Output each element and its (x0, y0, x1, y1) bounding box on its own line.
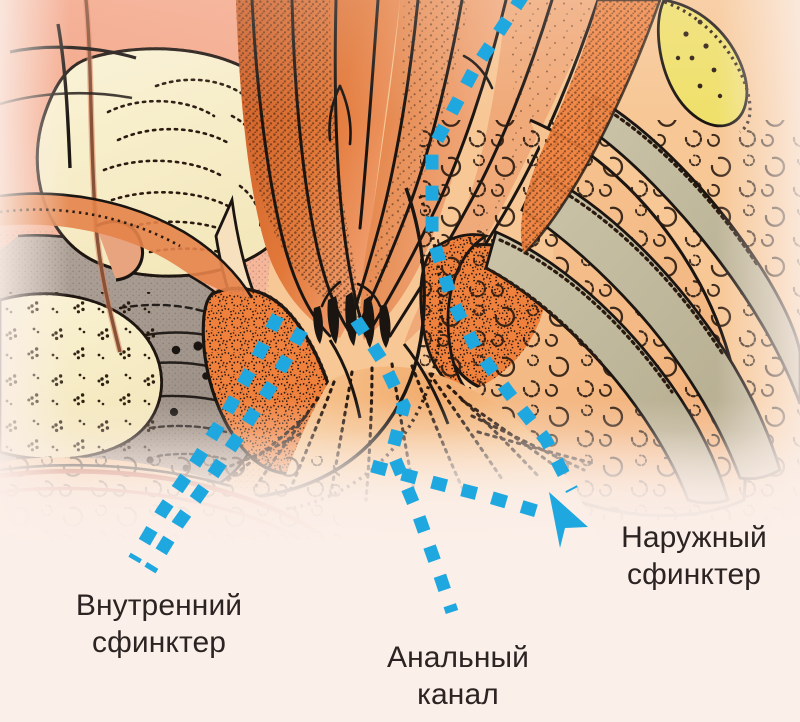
leader-line-external-sphincter (425, 0, 578, 493)
leader-line-anal-canal (350, 316, 459, 615)
label-anal-canal: Анальный канал (386, 641, 530, 711)
label-internal-sphincter: Внутренний сфинктер (75, 589, 243, 659)
label-external-sphincter: Наружный сфинктер (621, 521, 767, 591)
anal-columns (313, 292, 391, 348)
arrowhead-external-sphincter (549, 492, 588, 548)
bottom-plate (0, 540, 800, 722)
leader-line-internal-sphincter-a (128, 313, 284, 564)
leader-line-internal-sphincter-b (144, 326, 308, 574)
